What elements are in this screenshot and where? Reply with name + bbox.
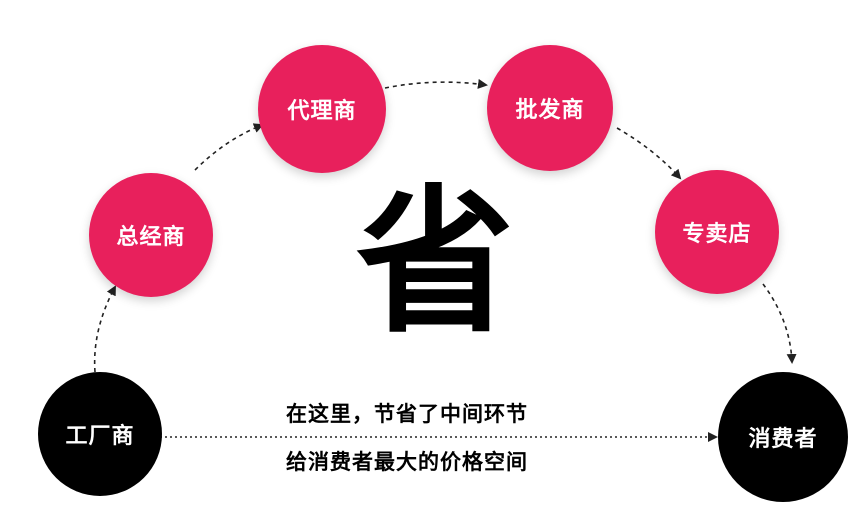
caption-line-1: 在这里，节省了中间环节 [286,402,528,426]
node-wholesaler-label: 批发商 [515,98,585,123]
node-consumer-label: 消费者 [748,427,818,452]
node-general-dealer-label: 总经商 [116,225,186,250]
node-agent-label: 代理商 [287,99,357,124]
node-store: 专卖店 [655,170,779,294]
arrow-factory-to-general-dealer [93,285,116,373]
node-factory: 工厂商 [38,372,162,496]
arrow-agent-to-wholesaler [384,78,488,89]
node-consumer: 消费者 [718,372,848,502]
caption-line-2: 给消费者最大的价格空间 [286,450,528,474]
center-save-character: 省 [356,171,514,355]
node-wholesaler: 批发商 [487,45,613,171]
node-general-dealer: 总经商 [89,173,213,297]
node-agent: 代理商 [258,45,386,173]
node-store-label: 专卖店 [682,222,752,247]
arrow-wholesaler-to-store [616,127,682,180]
arrow-store-to-consumer [762,283,797,364]
node-factory-label: 工厂商 [65,424,135,449]
arrow-general-dealer-to-agent [194,123,264,171]
